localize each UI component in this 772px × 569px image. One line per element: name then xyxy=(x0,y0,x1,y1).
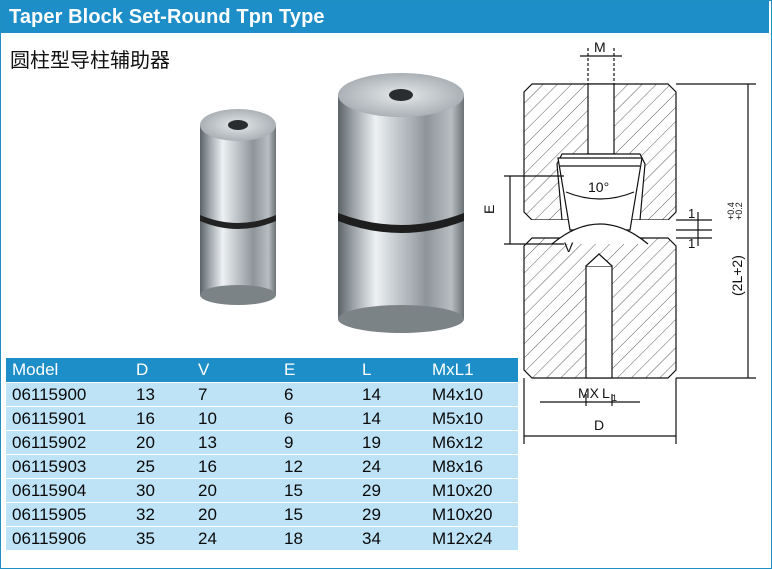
cell-e: 18 xyxy=(278,526,356,551)
table-row: 06115903 25 16 12 24 M8x16 xyxy=(6,454,518,479)
cell-l: 29 xyxy=(356,478,426,503)
table-row: 06115900 13 7 6 14 M4x10 xyxy=(6,382,518,407)
col-header-model: Model xyxy=(6,358,130,383)
dim-d-label: D xyxy=(594,417,604,433)
cell-mxl1: M8x16 xyxy=(426,454,518,479)
title-bar: Taper Block Set-Round Tpn Type xyxy=(1,1,769,33)
cell-d: 30 xyxy=(130,478,192,503)
dim-l1-label: L xyxy=(602,385,610,401)
cell-model: 06115905 xyxy=(6,502,130,527)
table-row: 06115906 35 24 18 34 M12x24 xyxy=(6,526,518,551)
cell-v: 24 xyxy=(192,526,278,551)
cell-l: 14 xyxy=(356,406,426,431)
cell-model: 06115903 xyxy=(6,454,130,479)
cell-e: 15 xyxy=(278,502,356,527)
small-pin xyxy=(200,109,276,305)
cell-v: 10 xyxy=(192,406,278,431)
cell-mxl1: M10x20 xyxy=(426,478,518,503)
cell-mxl1: M12x24 xyxy=(426,526,518,551)
cell-d: 20 xyxy=(130,430,192,455)
cell-l: 14 xyxy=(356,382,426,407)
large-pin xyxy=(338,73,464,333)
table-row: 06115901 16 10 6 14 M5x10 xyxy=(6,406,518,431)
cell-e: 6 xyxy=(278,406,356,431)
col-header-v: V xyxy=(192,358,278,383)
cell-model: 06115906 xyxy=(6,526,130,551)
dim-m-label: M xyxy=(594,39,606,55)
cell-e: 9 xyxy=(278,430,356,455)
cell-v: 16 xyxy=(192,454,278,479)
dim-e-label: E xyxy=(481,205,497,214)
cell-d: 13 xyxy=(130,382,192,407)
col-header-l: L xyxy=(356,358,426,383)
technical-drawing: M 10° E V 1 1 (2L+2) +0.4 +0.2 MX L 1 D xyxy=(481,39,756,444)
cell-d: 32 xyxy=(130,502,192,527)
dim-gap-label-top: 1 xyxy=(688,206,695,221)
cell-l: 34 xyxy=(356,526,426,551)
cell-mxl1: M5x10 xyxy=(426,406,518,431)
table-row: 06115902 20 13 9 19 M6x12 xyxy=(6,430,518,455)
dim-tolerance-minus: +0.2 xyxy=(734,202,744,220)
cell-v: 20 xyxy=(192,478,278,503)
cell-l: 24 xyxy=(356,454,426,479)
dim-v-label: V xyxy=(564,239,574,255)
dim-angle-label: 10° xyxy=(588,179,609,195)
dim-tolerance-plus: +0.4 xyxy=(726,202,736,220)
cell-model: 06115900 xyxy=(6,382,130,407)
dim-mx-label: MX xyxy=(578,385,600,401)
cell-mxl1: M6x12 xyxy=(426,430,518,455)
table-header-row: Model D V E L MxL1 xyxy=(6,358,518,383)
col-header-mxl1: MxL1 xyxy=(426,358,518,383)
cell-v: 20 xyxy=(192,502,278,527)
cell-l: 29 xyxy=(356,502,426,527)
cell-model: 06115902 xyxy=(6,430,130,455)
cell-e: 12 xyxy=(278,454,356,479)
cell-l: 19 xyxy=(356,430,426,455)
cell-d: 25 xyxy=(130,454,192,479)
page-title: Taper Block Set-Round Tpn Type xyxy=(9,6,325,28)
cell-v: 7 xyxy=(192,382,278,407)
cell-model: 06115901 xyxy=(6,406,130,431)
product-photo xyxy=(200,73,464,333)
col-header-d: D xyxy=(130,358,192,383)
cell-d: 16 xyxy=(130,406,192,431)
dim-l1-subscript: 1 xyxy=(612,393,617,403)
cell-model: 06115904 xyxy=(6,478,130,503)
dim-total-height-label: (2L+2) xyxy=(729,255,745,296)
cell-e: 15 xyxy=(278,478,356,503)
cell-v: 13 xyxy=(192,430,278,455)
cell-e: 6 xyxy=(278,382,356,407)
spec-table: Model D V E L MxL1 06115900 13 7 6 14 M4… xyxy=(6,358,518,551)
dim-gap-label-bottom: 1 xyxy=(688,236,695,251)
cell-mxl1: M10x20 xyxy=(426,502,518,527)
table-row: 06115904 30 20 15 29 M10x20 xyxy=(6,478,518,503)
cell-mxl1: M4x10 xyxy=(426,382,518,407)
cell-d: 35 xyxy=(130,526,192,551)
table-row: 06115905 32 20 15 29 M10x20 xyxy=(6,502,518,527)
chinese-subtitle: 圆柱型导柱辅助器 xyxy=(10,48,170,72)
col-header-e: E xyxy=(278,358,356,383)
